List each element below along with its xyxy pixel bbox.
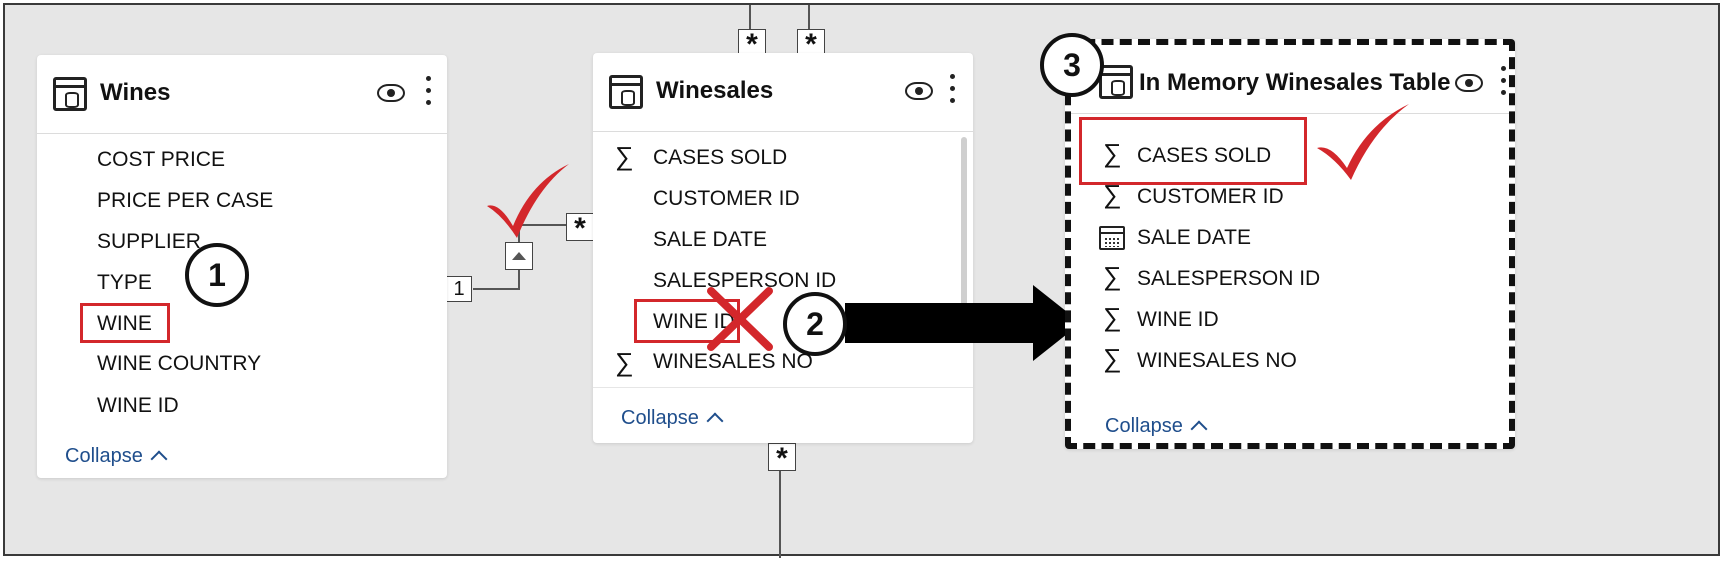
wines-table-card[interactable]: Wines COST PRICE PRICE PER CASE SUPPLIER…	[37, 55, 447, 478]
field-price-per-case[interactable]: PRICE PER CASE	[97, 189, 274, 212]
sigma-icon: ∑	[1103, 302, 1122, 332]
table-icon	[1099, 65, 1133, 99]
sigma-icon: ∑	[1103, 179, 1122, 209]
eye-icon[interactable]	[905, 82, 933, 100]
sigma-icon: ∑	[615, 141, 634, 171]
chevron-up-icon	[1190, 420, 1208, 438]
collapse-label: Collapse	[1105, 415, 1183, 437]
collapse-label: Collapse	[621, 407, 699, 429]
list-clip-divider	[593, 387, 973, 388]
in-memory-table-card[interactable]: In Memory Winesales Table ∑ CASES SOLD ∑…	[1065, 39, 1515, 449]
red-cross-icon	[707, 287, 773, 351]
red-checkmark-icon	[1317, 104, 1409, 180]
winesales-table-title: Winesales	[656, 77, 774, 104]
wines-table-title: Wines	[100, 79, 171, 106]
collapse-button[interactable]: Collapse	[1105, 415, 1208, 438]
more-options-icon[interactable]	[1501, 66, 1507, 96]
field-wine-id[interactable]: WINE ID	[1137, 308, 1219, 331]
field-cases-sold[interactable]: CASES SOLD	[1137, 144, 1272, 167]
cardinality-badge-one: 1	[446, 276, 472, 302]
red-checkmark-icon	[487, 164, 569, 238]
relationship-line-segment[interactable]	[473, 288, 519, 290]
field-cases-sold[interactable]: CASES SOLD	[653, 146, 788, 169]
eye-icon[interactable]	[1455, 74, 1483, 92]
field-winesales-no[interactable]: WINESALES NO	[1137, 349, 1297, 372]
field-salesperson-id[interactable]: SALESPERSON ID	[653, 269, 837, 292]
in-memory-table-header[interactable]: In Memory Winesales Table	[1071, 53, 1509, 114]
sigma-icon: ∑	[615, 347, 634, 377]
in-memory-table-title: In Memory Winesales Table	[1139, 69, 1451, 96]
highlight-box-cases-sold	[1079, 117, 1307, 185]
cardinality-badge-many: *	[566, 213, 594, 244]
field-sale-date[interactable]: SALE DATE	[653, 228, 767, 251]
step-marker-1: 1	[185, 243, 249, 307]
step-marker-3: 3	[1040, 33, 1104, 97]
more-options-icon[interactable]	[426, 76, 432, 106]
collapse-button[interactable]: Collapse	[65, 445, 168, 468]
calendar-icon	[1099, 226, 1125, 250]
field-winesales-no[interactable]: WINESALES NO	[653, 350, 813, 373]
wines-table-header[interactable]: Wines	[37, 55, 447, 134]
relationship-line-top-left	[749, 5, 751, 31]
eye-icon[interactable]	[377, 84, 405, 102]
chevron-up-icon	[150, 450, 168, 468]
relationship-line-bottom	[779, 471, 781, 558]
relationship-line-top-right	[808, 5, 810, 31]
cardinality-badge-bottom: *	[768, 443, 796, 474]
collapse-button[interactable]: Collapse	[621, 407, 724, 430]
winesales-table-header[interactable]: Winesales	[593, 53, 973, 132]
scrollbar[interactable]	[961, 137, 967, 307]
table-icon	[609, 75, 643, 109]
sigma-icon: ∑	[1103, 261, 1122, 291]
chevron-up-icon	[706, 412, 724, 430]
winesales-table-card[interactable]: Winesales ∑ CASES SOLD CUSTOMER ID SALE …	[593, 53, 973, 443]
collapse-label: Collapse	[65, 445, 143, 467]
cardinality-badge-top-right: *	[797, 29, 825, 60]
sigma-icon: ∑	[1103, 138, 1122, 168]
field-wine-country[interactable]: WINE COUNTRY	[97, 352, 262, 375]
field-cost-price[interactable]: COST PRICE	[97, 148, 225, 171]
relationship-line-segment[interactable]	[518, 224, 566, 226]
sigma-icon: ∑	[1103, 343, 1122, 373]
cross-filter-direction-icon[interactable]	[505, 242, 533, 270]
highlight-box-wine	[80, 303, 170, 343]
step-marker-2: 2	[783, 292, 847, 356]
field-salesperson-id[interactable]: SALESPERSON ID	[1137, 267, 1321, 290]
field-wine-id[interactable]: WINE ID	[653, 310, 735, 333]
more-options-icon[interactable]	[950, 74, 956, 104]
model-view-canvas[interactable]: * * * 1 * Wines COST PRICE PRICE PER CAS…	[3, 3, 1720, 558]
field-wine-id[interactable]: WINE ID	[97, 394, 179, 417]
table-icon	[53, 77, 87, 111]
field-sale-date[interactable]: SALE DATE	[1137, 226, 1251, 249]
arrow-right-icon	[845, 285, 1081, 361]
field-type[interactable]: TYPE	[97, 271, 152, 294]
field-wine[interactable]: WINE	[97, 312, 152, 335]
field-customer-id[interactable]: CUSTOMER ID	[653, 187, 800, 210]
field-customer-id[interactable]: CUSTOMER ID	[1137, 185, 1284, 208]
field-supplier[interactable]: SUPPLIER	[97, 230, 201, 253]
